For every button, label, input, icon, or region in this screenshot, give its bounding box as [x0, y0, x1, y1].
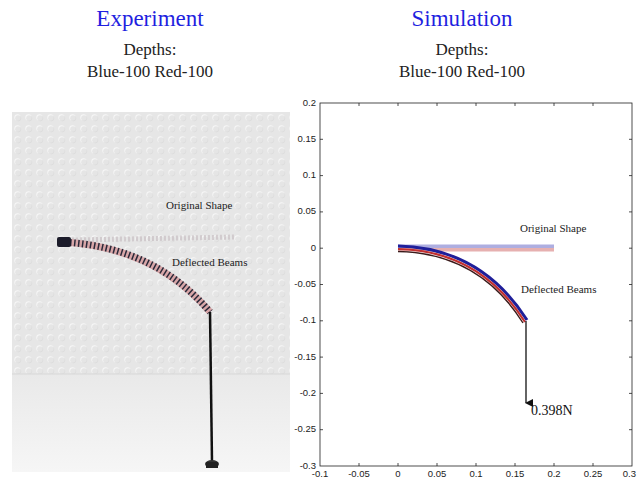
depth-heading: Depths:	[124, 40, 177, 60]
axis-tick-label: -0.1	[300, 315, 316, 326]
depth-values: Blue-100 Red-100	[87, 62, 213, 82]
axis-tick-label: 0.05	[298, 206, 317, 217]
annotation: Original Shape	[520, 222, 586, 235]
axis-tick-label: -0.05	[294, 279, 316, 290]
axis-tick-label: -0.05	[348, 469, 370, 480]
axis-tick-label: 0.15	[298, 134, 317, 145]
axis-tick-label: 0.15	[506, 469, 525, 480]
axis-tick-label: 0.05	[428, 469, 447, 480]
simulation-plot	[320, 103, 632, 466]
axis-tick-label: 0.3	[623, 469, 636, 480]
annotation: Deflected Beams	[172, 256, 247, 269]
axis-tick-label: 0	[311, 243, 316, 254]
annotation: Original Shape	[166, 199, 232, 212]
axis-tick-label: -0.1	[312, 469, 328, 480]
axis-tick-label: 0.25	[584, 469, 603, 480]
depth-heading: Depths:	[436, 40, 489, 60]
panel-title: Experiment	[96, 6, 203, 32]
annotation: Deflected Beams	[521, 283, 596, 296]
axis-tick-label: 0.2	[303, 98, 316, 109]
axis-tick-label: 0	[395, 469, 400, 480]
depth-values: Blue-100 Red-100	[399, 62, 525, 82]
axis-tick-label: -0.25	[294, 424, 316, 435]
panel-title: Simulation	[412, 6, 513, 32]
axis-tick-label: 0.1	[303, 170, 316, 181]
force-value: 0.398N	[531, 403, 573, 419]
experiment-photo	[12, 112, 290, 472]
axis-tick-label: 0.2	[547, 469, 560, 480]
axis-tick-label: -0.2	[300, 388, 316, 399]
axis-tick-label: -0.15	[294, 352, 316, 363]
axis-tick-label: 0.1	[469, 469, 482, 480]
